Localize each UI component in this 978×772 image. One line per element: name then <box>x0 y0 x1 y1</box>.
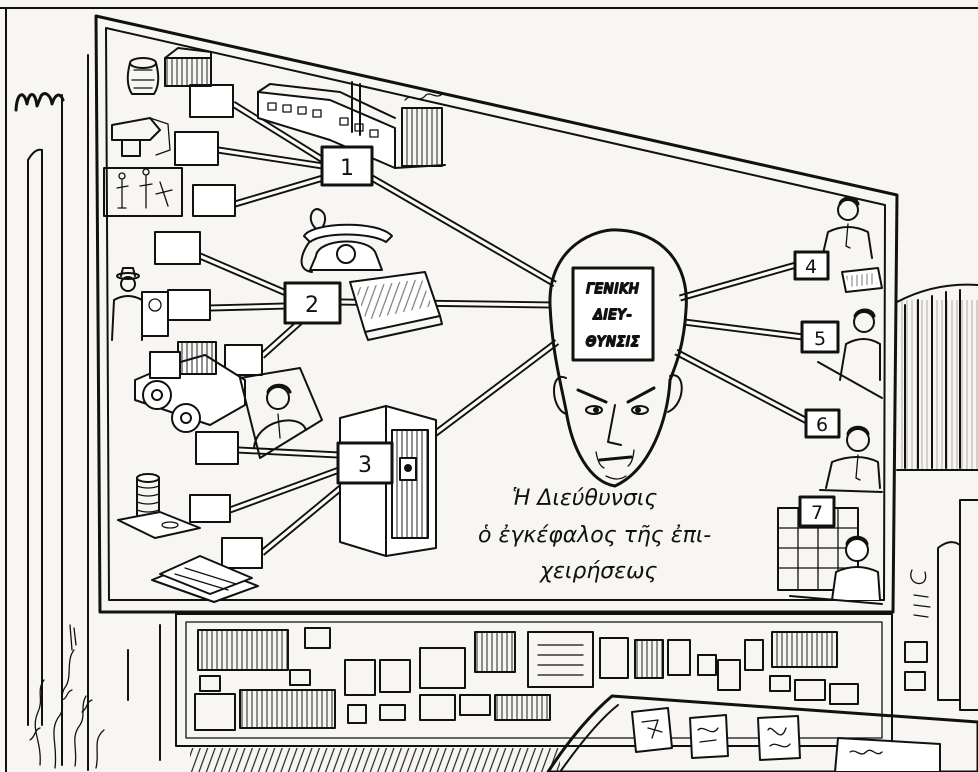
feeder-box <box>175 132 218 165</box>
card <box>758 716 800 760</box>
center-label-line: ΘΥΝΣΙΣ <box>586 335 640 350</box>
feeder-box <box>222 538 262 568</box>
feeder-box <box>155 232 200 264</box>
node-box-2: 2 <box>285 283 340 323</box>
feeder-box <box>168 290 210 320</box>
node-number: 1 <box>340 156 354 181</box>
node-box-1: 1 <box>322 147 372 185</box>
node-number: 5 <box>814 328 826 350</box>
caption-line: ὁ ἐγκέφαλος τῆς ἐπι- <box>478 523 711 548</box>
caption-line: Ἡ Διεύθυνσις <box>512 486 657 511</box>
card <box>835 738 940 772</box>
feeder-box <box>190 85 233 117</box>
node-box-6: 6 <box>806 410 839 437</box>
card <box>632 708 672 752</box>
panel-base-hatching <box>190 748 560 772</box>
caption-line: χειρήσεως <box>539 559 658 584</box>
node-box-4: 4 <box>795 252 828 279</box>
node-number: 6 <box>816 414 828 436</box>
center-label-line: ΔΙΕΥ- <box>593 308 633 323</box>
card <box>690 715 728 758</box>
node-number: 7 <box>811 502 823 524</box>
feeder-box <box>190 495 230 522</box>
node-box-3: 3 <box>338 443 392 483</box>
node-number: 4 <box>805 256 817 278</box>
feeder-box <box>196 432 238 464</box>
feeder-box <box>193 185 235 216</box>
node-box-5: 5 <box>802 322 838 352</box>
node-box-7: 7 <box>800 497 834 526</box>
center-label-line: ΓΕΝΙΚΗ <box>586 282 639 297</box>
node-number: 3 <box>358 453 372 478</box>
node-number: 2 <box>305 293 319 318</box>
